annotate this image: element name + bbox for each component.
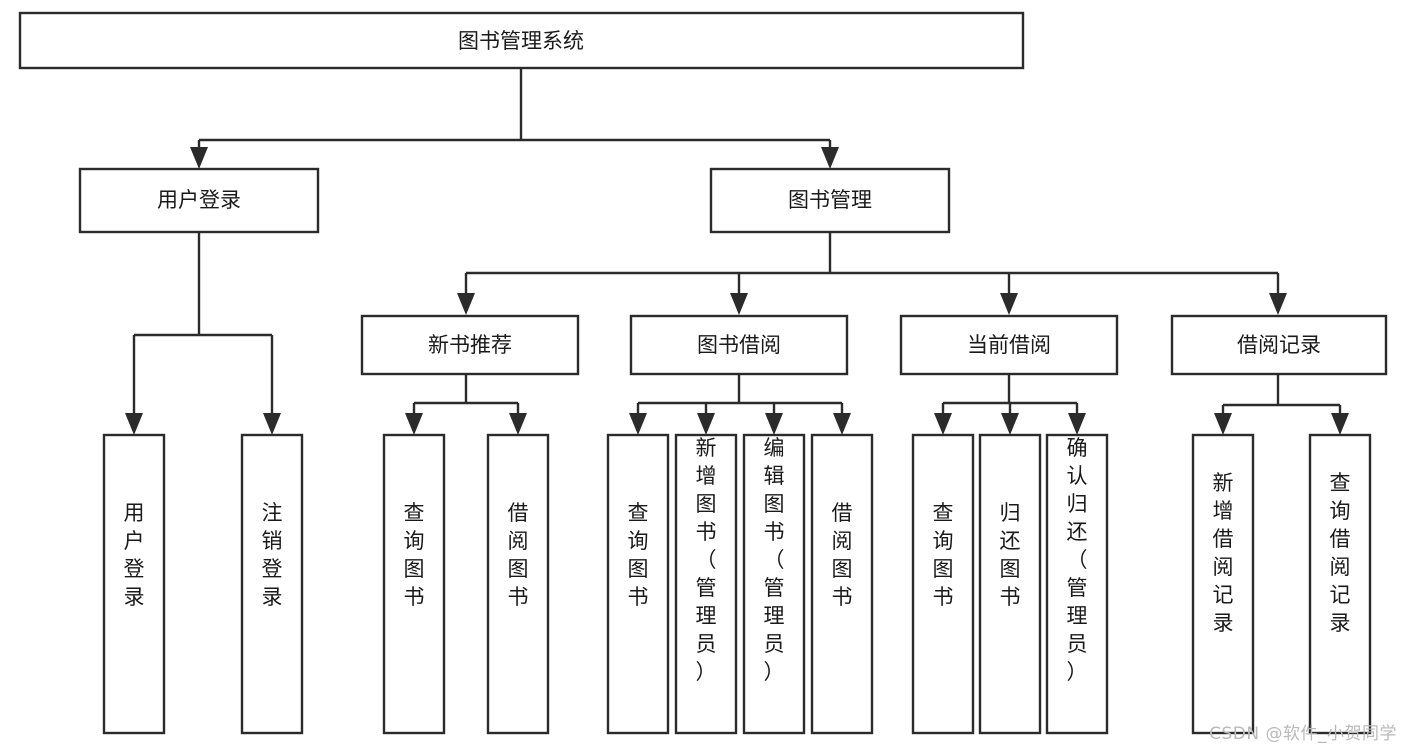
node-leaf-5[interactable]: 查询图书 bbox=[606, 433, 670, 735]
node-user-login-label: 用户登录 bbox=[157, 188, 241, 212]
node-leaf-2[interactable]: 注销登录 bbox=[240, 433, 304, 735]
arrowhead-leaf-8 bbox=[833, 413, 851, 435]
arrowhead-leaf-3 bbox=[405, 413, 423, 435]
arrowhead-leaf-10 bbox=[1001, 413, 1019, 435]
arrowhead-leaf-5 bbox=[629, 413, 647, 435]
node-leaf-8[interactable]: 借阅图书 bbox=[810, 433, 874, 735]
node-leaf-10-label: 归还图书 bbox=[1000, 501, 1021, 609]
arrowhead-leaf-12 bbox=[1214, 413, 1232, 435]
node-leaf-11[interactable]: 确认归还（管理员） bbox=[1045, 433, 1109, 735]
arrowhead-leaf-7 bbox=[765, 413, 783, 435]
node-book-borrow[interactable]: 图书借阅 bbox=[629, 314, 849, 376]
node-new-book-rec[interactable]: 新书推荐 bbox=[360, 314, 580, 376]
node-leaf-13-label: 查询借阅记录 bbox=[1330, 471, 1351, 635]
node-leaf-6-box[interactable] bbox=[674, 433, 738, 735]
node-leaf-6[interactable]: 新增图书（管理员） bbox=[674, 433, 738, 735]
node-leaf-9-label: 查询图书 bbox=[933, 501, 954, 609]
arrowhead-leaf-11 bbox=[1068, 413, 1086, 435]
node-leaf-9[interactable]: 查询图书 bbox=[911, 433, 975, 735]
node-leaf-3-box[interactable] bbox=[382, 433, 446, 735]
node-leaf-1-label: 用户登录 bbox=[124, 501, 145, 609]
node-root-box[interactable] bbox=[18, 11, 1025, 70]
node-leaf-2-box[interactable] bbox=[240, 433, 304, 735]
arrowhead-new-book-rec bbox=[457, 293, 475, 315]
arrowhead-leaf-9 bbox=[934, 413, 952, 435]
node-leaf-4-box[interactable] bbox=[486, 433, 550, 735]
node-leaf-11-box[interactable] bbox=[1045, 433, 1109, 735]
node-leaf-6-label: 新增图书（管理员） bbox=[696, 436, 717, 684]
arrowhead-borrow-record bbox=[1269, 293, 1287, 315]
node-leaf-5-box[interactable] bbox=[606, 433, 670, 735]
node-leaf-2-label: 注销登录 bbox=[262, 501, 283, 609]
arrowhead-leaf-2 bbox=[263, 413, 281, 435]
node-new-book-rec-box[interactable] bbox=[360, 314, 580, 376]
node-leaf-12[interactable]: 新增借阅记录 bbox=[1191, 433, 1255, 735]
node-leaf-3-label: 查询图书 bbox=[404, 501, 425, 609]
node-leaf-3[interactable]: 查询图书 bbox=[382, 433, 446, 735]
arrowhead-leaf-1 bbox=[125, 413, 143, 435]
node-book-borrow-label: 图书借阅 bbox=[697, 333, 781, 357]
node-leaf-5-label: 查询图书 bbox=[628, 501, 649, 609]
node-leaf-1[interactable]: 用户登录 bbox=[102, 433, 166, 735]
node-current-borrow-label: 当前借阅 bbox=[967, 333, 1051, 357]
node-leaf-7[interactable]: 编辑图书（管理员） bbox=[742, 433, 806, 735]
node-book-manage-label: 图书管理 bbox=[788, 188, 872, 212]
connector-layer bbox=[125, 68, 1349, 435]
node-leaf-13-box[interactable] bbox=[1308, 433, 1372, 735]
arrowhead-leaf-6 bbox=[697, 413, 715, 435]
node-leaf-12-box[interactable] bbox=[1191, 433, 1255, 735]
node-leaf-8-label: 借阅图书 bbox=[832, 501, 853, 609]
node-root[interactable]: 图书管理系统 bbox=[18, 11, 1025, 70]
node-book-manage-box[interactable] bbox=[709, 167, 951, 234]
node-leaf-12-label: 新增借阅记录 bbox=[1213, 471, 1234, 635]
arrowhead-leaf-13 bbox=[1331, 413, 1349, 435]
node-current-borrow-box[interactable] bbox=[899, 314, 1119, 376]
node-borrow-record-label: 借阅记录 bbox=[1237, 333, 1321, 357]
arrowhead-book-borrow bbox=[730, 293, 748, 315]
node-leaf-4-label: 借阅图书 bbox=[508, 501, 529, 609]
node-leaf-8-box[interactable] bbox=[810, 433, 874, 735]
node-leaf-7-box[interactable] bbox=[742, 433, 806, 735]
node-leaf-1-box[interactable] bbox=[102, 433, 166, 735]
node-book-manage[interactable]: 图书管理 bbox=[709, 167, 951, 234]
node-root-label: 图书管理系统 bbox=[458, 29, 584, 53]
node-leaf-13[interactable]: 查询借阅记录 bbox=[1308, 433, 1372, 735]
arrowhead-leaf-4 bbox=[509, 413, 527, 435]
node-borrow-record-box[interactable] bbox=[1170, 314, 1388, 376]
node-leaf-10[interactable]: 归还图书 bbox=[978, 433, 1042, 735]
node-leaf-7-label: 编辑图书（管理员） bbox=[764, 436, 785, 684]
node-borrow-record[interactable]: 借阅记录 bbox=[1170, 314, 1388, 376]
arrowhead-user-login bbox=[190, 147, 208, 169]
node-leaf-10-box[interactable] bbox=[978, 433, 1042, 735]
node-new-book-rec-label: 新书推荐 bbox=[428, 333, 512, 357]
node-leaf-9-box[interactable] bbox=[911, 433, 975, 735]
node-user-login-box[interactable] bbox=[78, 167, 320, 234]
node-book-borrow-box[interactable] bbox=[629, 314, 849, 376]
node-leaf-4[interactable]: 借阅图书 bbox=[486, 433, 550, 735]
arrowhead-book-manage bbox=[821, 147, 839, 169]
arrowhead-current-borrow bbox=[1000, 293, 1018, 315]
node-user-login[interactable]: 用户登录 bbox=[78, 167, 320, 234]
node-leaf-11-label: 确认归还（管理员） bbox=[1067, 436, 1088, 684]
node-current-borrow[interactable]: 当前借阅 bbox=[899, 314, 1119, 376]
